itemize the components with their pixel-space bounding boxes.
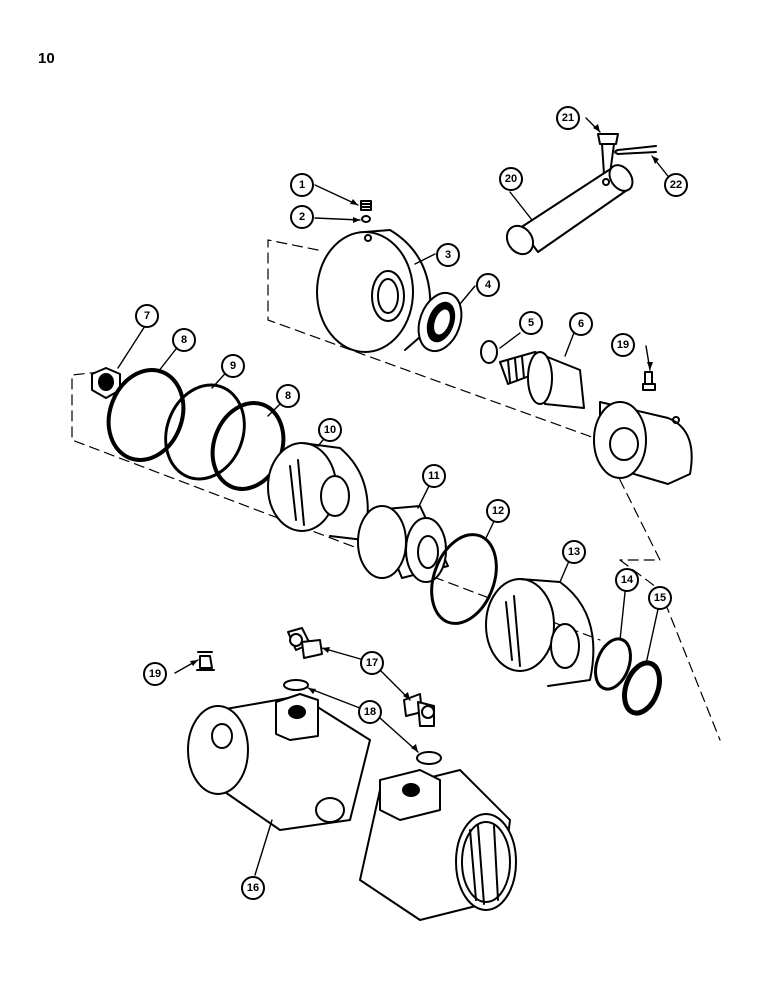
callout: 19 bbox=[611, 333, 635, 357]
part-11-spacer bbox=[357, 505, 449, 583]
callout-label: 9 bbox=[230, 360, 236, 372]
leader-arrowheads bbox=[190, 124, 659, 752]
part-18-o-ring-upper bbox=[283, 679, 309, 691]
part-14-o-ring bbox=[594, 637, 632, 691]
part-22-cotter bbox=[614, 145, 657, 155]
part-9-seal-ring bbox=[164, 383, 246, 481]
callout: 7 bbox=[135, 304, 159, 328]
callout-label: 8 bbox=[181, 334, 187, 346]
callout-label: 10 bbox=[324, 424, 336, 436]
callout-label: 15 bbox=[654, 592, 666, 604]
callout: 13 bbox=[562, 540, 586, 564]
callout-label: 8 bbox=[285, 390, 291, 402]
callout-label: 5 bbox=[528, 317, 534, 329]
callout: 18 bbox=[358, 700, 382, 724]
part-1-plug bbox=[360, 200, 372, 211]
callout-label: 19 bbox=[617, 339, 629, 351]
callout-label: 12 bbox=[492, 505, 504, 517]
callout-label: 16 bbox=[247, 882, 259, 894]
callout: 10 bbox=[318, 418, 342, 442]
part-19-grease-fitting-lower bbox=[196, 651, 215, 671]
callout-label: 4 bbox=[485, 279, 492, 291]
part-17-elbow-fitting-lower bbox=[403, 693, 435, 727]
callout: 5 bbox=[519, 311, 543, 335]
callout: 1 bbox=[290, 173, 314, 197]
part-10-piston bbox=[267, 442, 369, 541]
part-3-gland bbox=[316, 229, 432, 353]
callout-label: 18 bbox=[364, 706, 376, 718]
part-12-o-ring bbox=[430, 533, 498, 625]
callout-label: 7 bbox=[144, 310, 150, 322]
callout: 6 bbox=[569, 312, 593, 336]
callout: 8 bbox=[172, 328, 196, 352]
callout: 15 bbox=[648, 586, 672, 610]
callout-label: 20 bbox=[505, 173, 517, 185]
part-8-backup-ring-left bbox=[106, 368, 186, 462]
callout-label: 17 bbox=[366, 657, 378, 669]
callout: 14 bbox=[615, 568, 639, 592]
callout: 8 bbox=[276, 384, 300, 408]
callout: 16 bbox=[241, 876, 265, 900]
callout: 22 bbox=[664, 173, 688, 197]
page-number: 10 bbox=[38, 50, 55, 67]
callout: 19 bbox=[143, 662, 167, 686]
part-2-ball bbox=[361, 215, 371, 223]
callout: 21 bbox=[556, 106, 580, 130]
part-17-elbow-fitting-upper bbox=[287, 627, 323, 659]
part-19-grease-fitting-upper bbox=[642, 371, 656, 391]
callout-label: 11 bbox=[428, 470, 440, 482]
callout: 20 bbox=[499, 167, 523, 191]
callout-label: 19 bbox=[149, 668, 161, 680]
part-4-seal bbox=[417, 291, 463, 353]
part-16-cylinder-barrel bbox=[187, 693, 517, 921]
callout-label: 21 bbox=[562, 112, 574, 124]
callout: 4 bbox=[476, 273, 500, 297]
part-6-rod bbox=[499, 351, 585, 409]
callout: 17 bbox=[360, 651, 384, 675]
callout: 9 bbox=[221, 354, 245, 378]
callout-label: 3 bbox=[445, 249, 451, 261]
callout: 2 bbox=[290, 205, 314, 229]
callout-label: 1 bbox=[299, 179, 305, 191]
callout: 11 bbox=[422, 464, 446, 488]
callouts: 1 2 3 4 5 6 7 8 9 8 10 11 12 13 14 15 16… bbox=[135, 106, 688, 900]
part-13-piston bbox=[485, 578, 595, 687]
part-15-backup-ring bbox=[622, 660, 662, 716]
callout: 12 bbox=[486, 499, 510, 523]
callout-label: 22 bbox=[670, 179, 682, 191]
part-20-clevis-pin bbox=[505, 164, 634, 256]
callout: 3 bbox=[436, 243, 460, 267]
callout-label: 2 bbox=[299, 211, 305, 223]
part-6-rod-eye bbox=[593, 401, 693, 485]
part-5-o-ring bbox=[480, 340, 498, 364]
part-18-o-ring-lower bbox=[416, 751, 442, 765]
callout-label: 13 bbox=[568, 546, 580, 558]
callout-label: 14 bbox=[621, 574, 634, 586]
callout-label: 6 bbox=[578, 318, 584, 330]
